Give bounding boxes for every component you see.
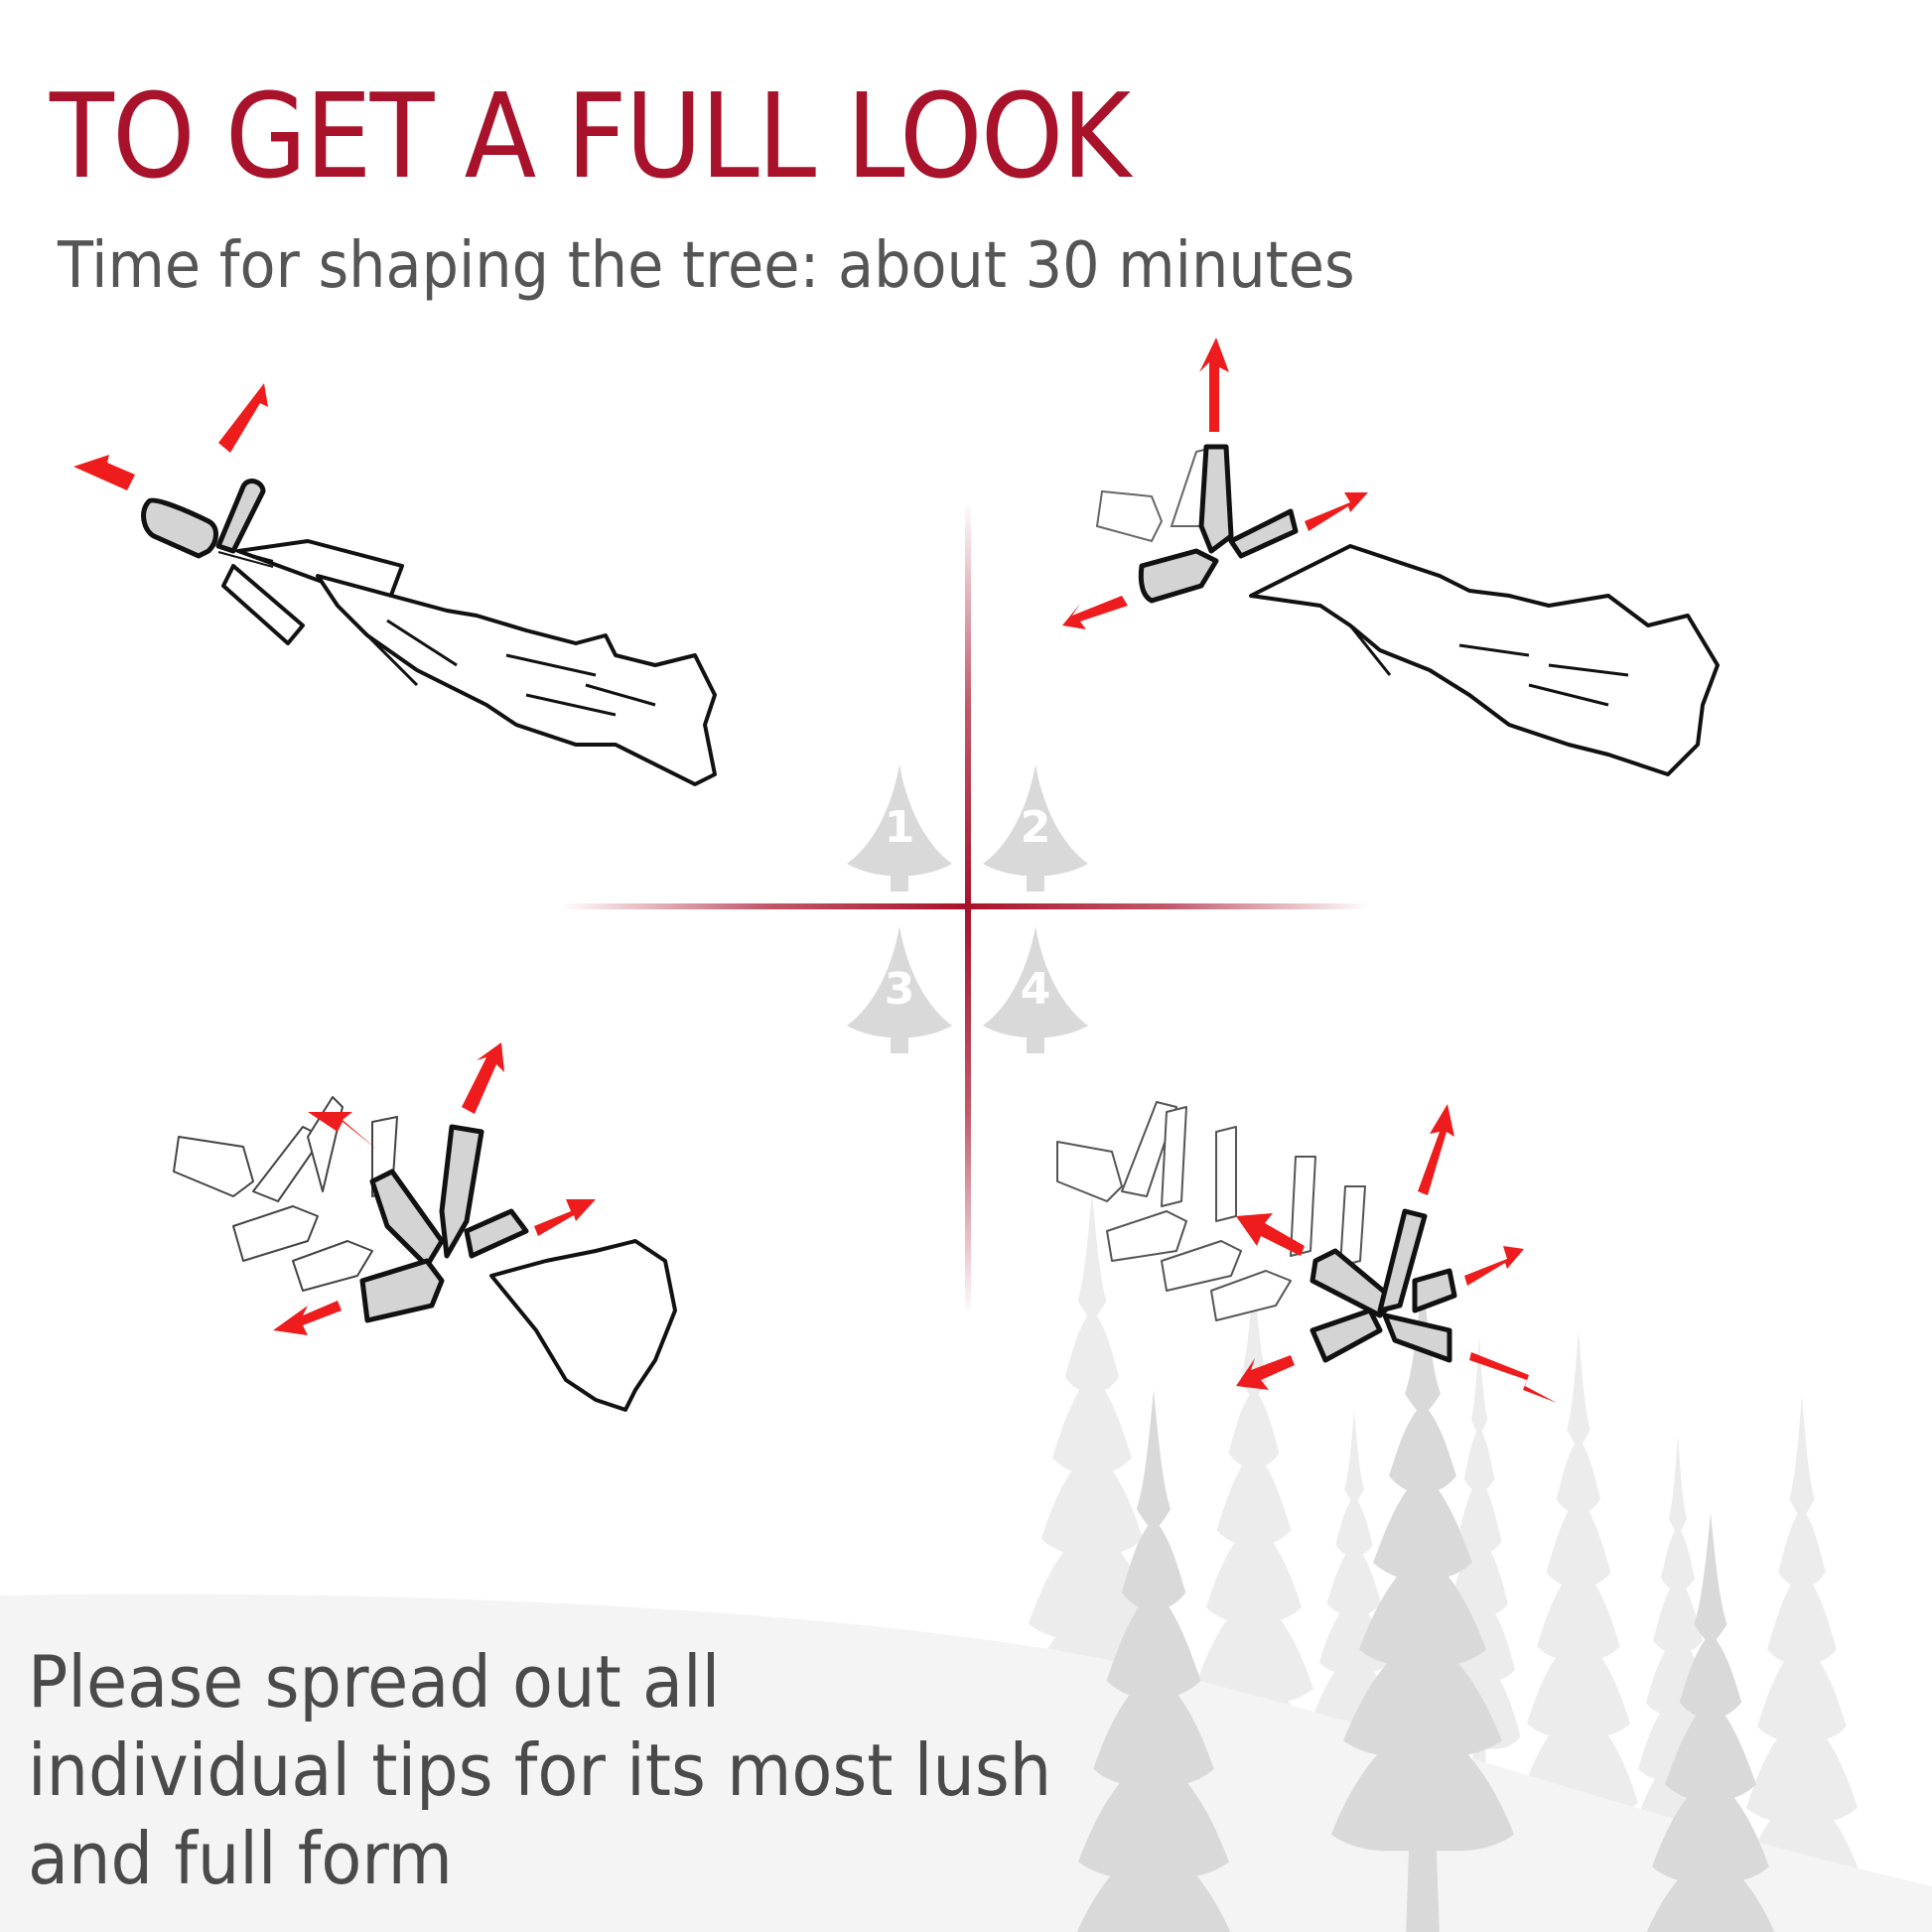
arrow-icon — [273, 1042, 596, 1335]
step-4-number: 4 — [1020, 964, 1051, 1015]
step-1-branch-diagram — [60, 367, 854, 794]
arrow-icon — [73, 383, 268, 490]
step-1-number: 1 — [884, 802, 915, 853]
step-1-tree-icon: 1 — [845, 764, 954, 892]
arrow-icon — [1062, 338, 1368, 629]
step-4-branch-diagram — [1052, 1092, 1866, 1430]
step-3-number: 3 — [884, 964, 915, 1015]
instruction-text: Please spread out all individual tips fo… — [28, 1638, 1051, 1903]
step-3-tree-icon: 3 — [845, 926, 954, 1053]
step-2-number: 2 — [1020, 802, 1051, 853]
page-title: TO GET A FULL LOOK — [50, 68, 1131, 205]
instruction-line-1: Please spread out all — [28, 1640, 721, 1724]
arrow-icon — [1236, 1104, 1557, 1403]
step-3-branch-diagram — [159, 1033, 834, 1430]
step-2-branch-diagram — [1052, 328, 1787, 794]
horizontal-divider — [561, 903, 1370, 909]
step-4-tree-icon: 4 — [981, 926, 1090, 1053]
instruction-line-3: and full form — [28, 1817, 453, 1900]
step-2-tree-icon: 2 — [981, 764, 1090, 892]
page-subtitle: Time for shaping the tree: about 30 minu… — [58, 229, 1355, 303]
instruction-line-2: individual tips for its most lush — [28, 1728, 1052, 1812]
